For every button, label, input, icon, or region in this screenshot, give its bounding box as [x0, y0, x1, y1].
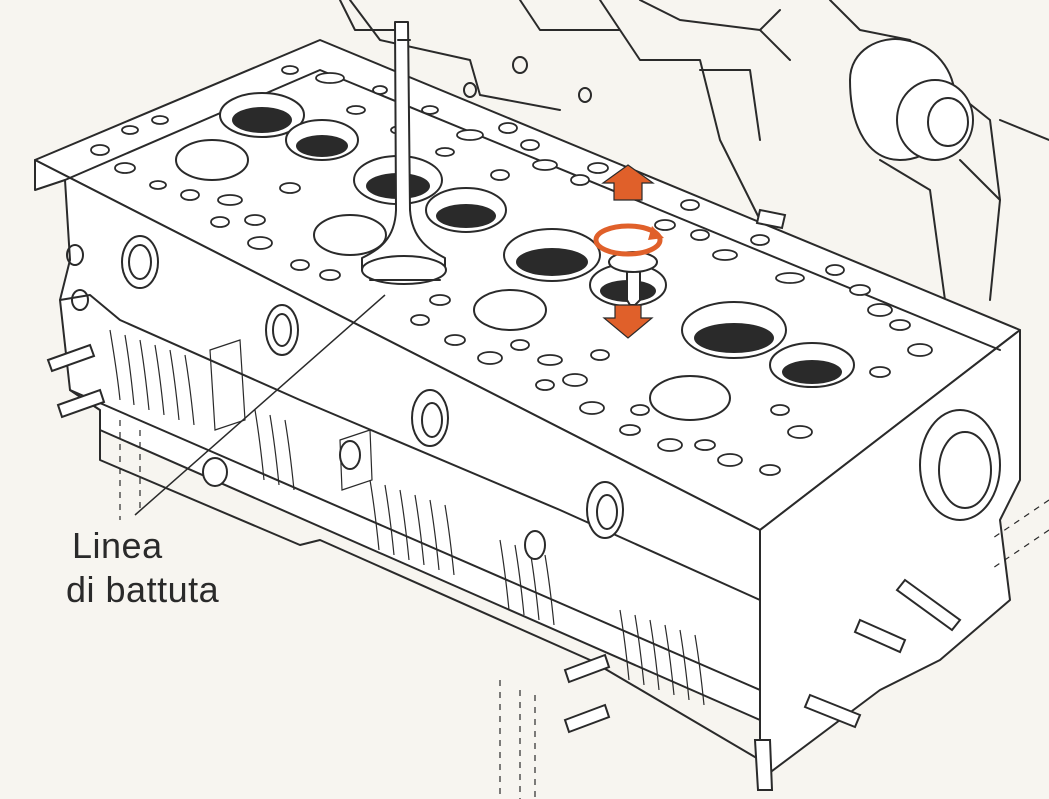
- engine-background: [339, 0, 1049, 321]
- bolt-holes: [90, 65, 933, 476]
- callout-leader-line: [134, 294, 386, 516]
- dashed-guides: [119, 420, 1049, 799]
- rotation-arrow-icon: [593, 223, 664, 257]
- cooling-fins: [109, 329, 705, 706]
- front-ports: [66, 235, 1001, 560]
- callout-label-line-1: Linea: [72, 525, 163, 566]
- valve-seats: [175, 92, 855, 421]
- rotating-valve: [593, 164, 664, 339]
- down-arrow-icon: [602, 304, 654, 339]
- callout-label-line-2: di battuta: [66, 569, 220, 610]
- up-arrow-icon: [601, 164, 655, 201]
- valve: [361, 21, 447, 285]
